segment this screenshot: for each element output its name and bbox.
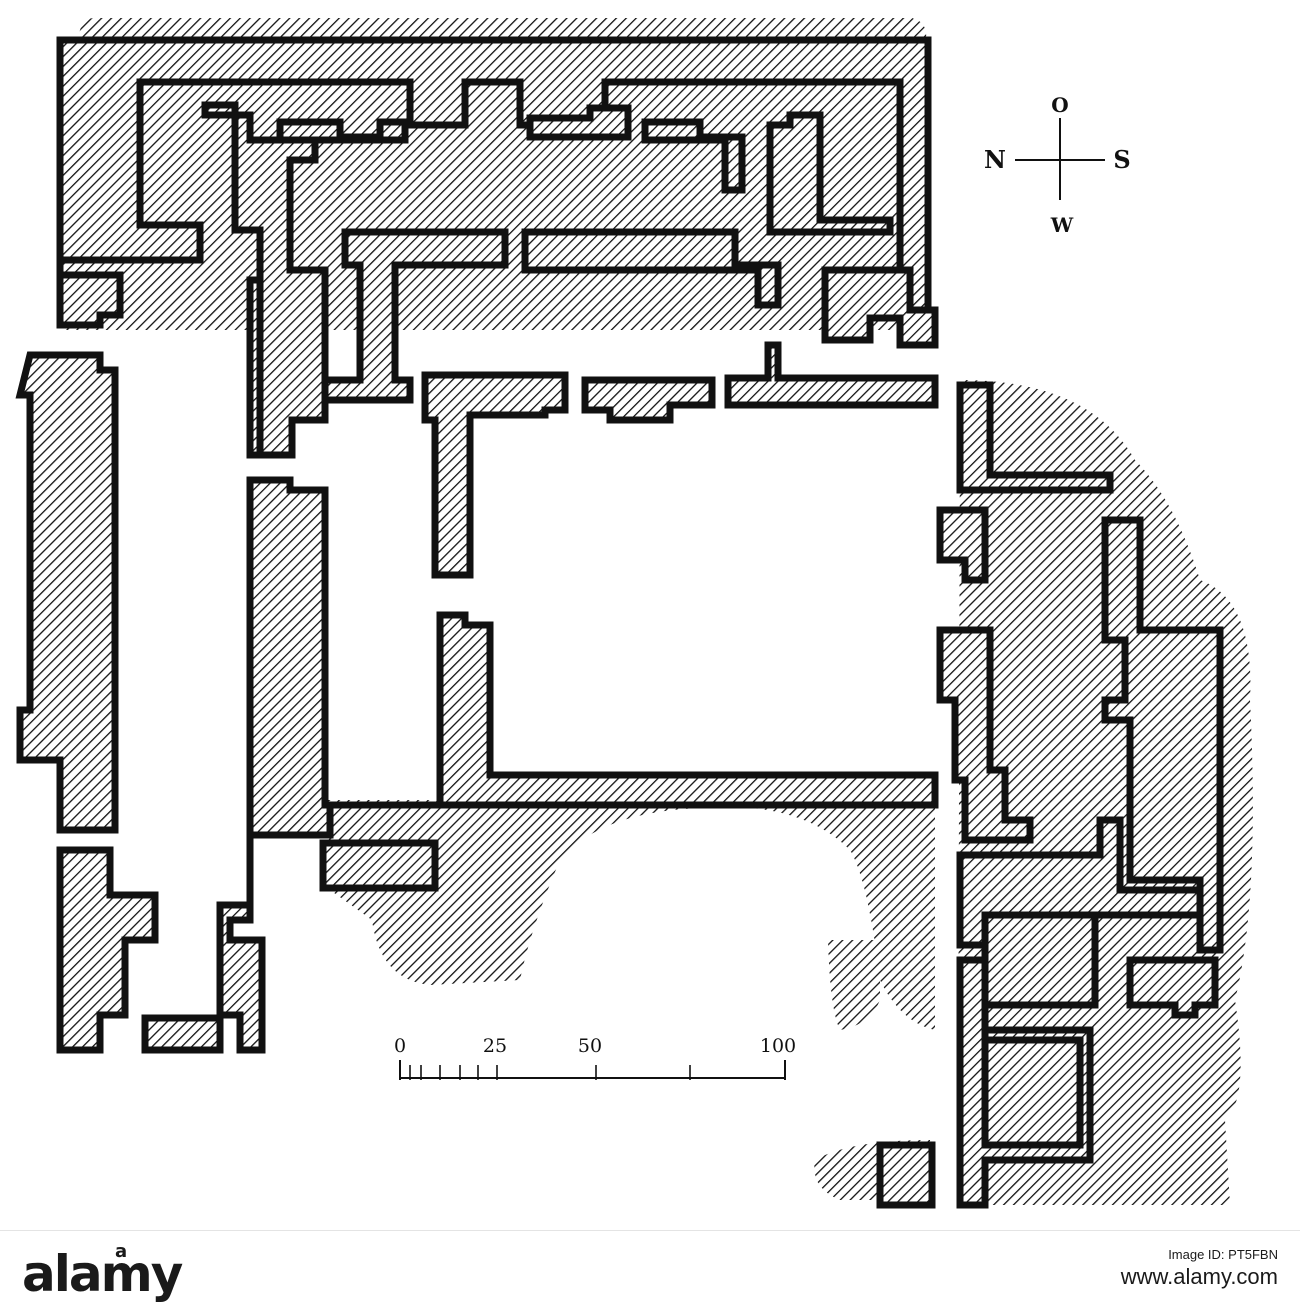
rubble-south-edge <box>828 940 880 1030</box>
east-wing-block-a <box>936 506 989 584</box>
site-url-link[interactable]: www.alamy.com <box>1120 1264 1278 1289</box>
court-north-wall-mid <box>581 376 716 424</box>
compass-west-label: W <box>1050 213 1074 237</box>
north-inner-wall <box>321 228 509 404</box>
court-north-walls <box>421 341 939 579</box>
brand-mark: a <box>115 1241 128 1262</box>
northeast-chamber-wall <box>821 266 939 349</box>
west-hall <box>15 271 939 1054</box>
image-info: Image ID: PT5FBN www.alamy.com <box>1121 1247 1278 1290</box>
north-wing <box>56 36 939 459</box>
west-hall-outer-wall <box>15 351 119 834</box>
north-hall-block-d <box>641 118 746 194</box>
west-hall-south-wall <box>56 846 159 1054</box>
floor-plan: O N S W 0 25 50 100 <box>15 17 1253 1209</box>
scale-bar: 0 25 50 100 <box>394 1035 796 1080</box>
west-hall-east-wall <box>216 476 939 1054</box>
south-small-room <box>319 839 439 892</box>
south-fragment-block <box>876 1141 936 1209</box>
west-hall-south-block <box>141 1014 224 1054</box>
east-wing-wall-b <box>936 626 1034 844</box>
north-corridor-wall-a <box>201 101 329 459</box>
east-wing-room-b <box>1126 956 1219 1019</box>
scale-label-0: 0 <box>394 1035 406 1057</box>
compass-east-label: O <box>1051 93 1068 117</box>
stock-footer: alamy a Image ID: PT5FBN www.alamy.com <box>0 1230 1300 1312</box>
north-inner-wall-east <box>521 228 782 309</box>
scale-label-50: 50 <box>578 1035 602 1057</box>
east-wing <box>876 381 1224 1209</box>
court-north-wall-west <box>421 371 569 579</box>
compass-rose: O N S W <box>984 93 1131 237</box>
scale-label-100: 100 <box>760 1035 796 1057</box>
north-hall-block-e <box>766 111 894 236</box>
north-corridor-block-b <box>276 118 409 144</box>
rubble-center-south <box>320 800 935 1030</box>
court-north-wall-east <box>724 341 939 409</box>
east-wing-room-a <box>981 911 1099 1009</box>
west-hall-inner-wall <box>246 276 264 459</box>
east-wing-north-block <box>956 381 1114 494</box>
west-hall-outer-north <box>56 271 124 329</box>
scale-label-25: 25 <box>483 1035 507 1057</box>
brand-logo[interactable]: alamy <box>22 1245 183 1303</box>
compass-north-label: N <box>984 145 1006 174</box>
compass-south-label: S <box>1113 145 1130 174</box>
north-hall-block-c <box>526 104 632 141</box>
east-wing-wall-c <box>1101 516 1224 954</box>
image-id-text: Image ID: PT5FBN <box>1168 1247 1278 1262</box>
floor-plan-drawing: O N S W 0 25 50 100 <box>15 17 1253 1209</box>
east-wing-south-wall <box>956 956 1094 1209</box>
